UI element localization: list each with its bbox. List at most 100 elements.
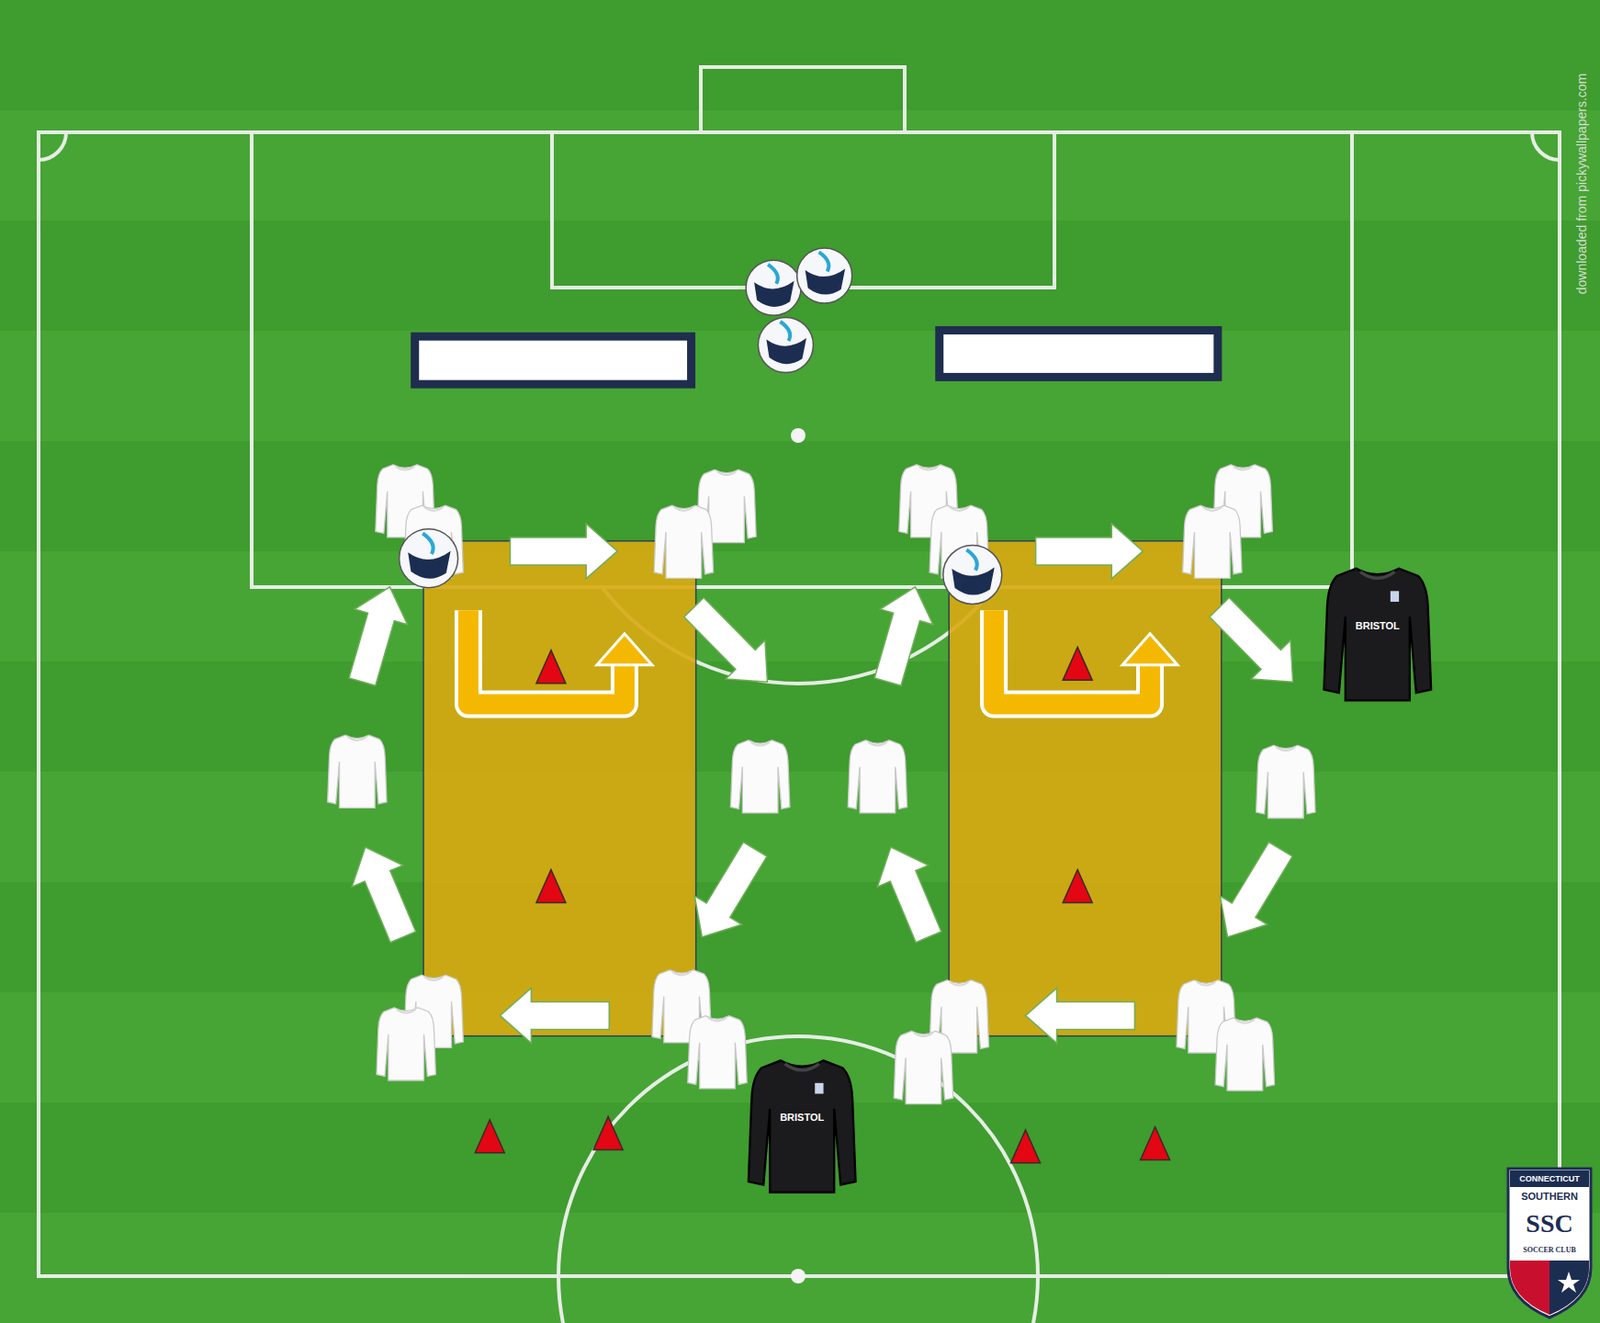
centre-circle — [558, 1036, 1038, 1323]
ball — [757, 317, 813, 373]
rotation-arrow — [351, 846, 416, 943]
rotation-arrow — [499, 987, 609, 1043]
logo-shield — [1508, 1168, 1591, 1318]
turn-arrow-head — [597, 633, 653, 665]
ball-panel — [754, 281, 795, 307]
jersey-collar — [750, 742, 770, 746]
ball-stripe — [966, 549, 977, 570]
touchline — [38, 132, 1560, 1276]
jersey-collar — [867, 742, 888, 746]
jersey-collar — [674, 507, 694, 511]
jersey-body — [748, 1059, 857, 1192]
cone — [474, 1119, 505, 1153]
jersey-collar — [424, 976, 444, 981]
jersey-collar — [785, 1063, 820, 1071]
player-jersey — [893, 1030, 953, 1104]
club-logo — [1508, 1168, 1591, 1318]
rotation-arrow — [684, 597, 768, 682]
jersey-body — [893, 1030, 953, 1104]
jersey-collar — [396, 1009, 417, 1014]
turn-arrow-head — [1122, 633, 1178, 665]
logo-base-blue — [1549, 1260, 1589, 1315]
grass-stripe — [0, 0, 1600, 111]
jersey-body — [653, 505, 713, 578]
cone — [536, 869, 566, 903]
rotation-arrow — [349, 586, 408, 687]
ball-stripe — [779, 321, 790, 341]
ball-panel — [951, 566, 994, 595]
ball-stripe — [767, 264, 778, 284]
jersey-crest — [1390, 590, 1399, 602]
grass-stripe — [0, 881, 1600, 992]
player-jersey — [1215, 1017, 1274, 1091]
ball-stripe — [422, 533, 433, 554]
logo-star — [1557, 1271, 1580, 1293]
ball-panel — [766, 338, 807, 364]
watermark: downloaded from pickywallpapers.com — [1575, 73, 1589, 294]
blank-board — [939, 330, 1218, 378]
ball — [399, 529, 459, 588]
player-jersey — [1183, 505, 1242, 578]
centre-spot — [790, 1268, 806, 1284]
rotation-arrow — [874, 586, 934, 687]
jersey-collar — [717, 471, 737, 475]
grass-stripe — [0, 440, 1600, 552]
logo-base — [1509, 1260, 1589, 1315]
ball-stripe — [819, 251, 830, 271]
grass-stripe — [0, 330, 1600, 441]
jersey-collar — [949, 981, 970, 986]
logo-text: SSC — [1525, 1210, 1573, 1237]
field-lines — [38, 67, 1560, 1323]
jersey-body — [847, 740, 907, 813]
player-jersey — [730, 740, 789, 813]
ball-panel — [407, 551, 451, 579]
ball-body — [745, 259, 801, 316]
logo-text: SOCCER CLUB — [1522, 1246, 1577, 1254]
ball-panel — [805, 268, 846, 294]
ball-body — [757, 317, 813, 373]
ball — [943, 544, 1003, 604]
jersey-collar — [1235, 1019, 1255, 1024]
jersey-body — [1183, 505, 1242, 578]
rotation-arrow — [877, 846, 941, 943]
jersey-collar — [919, 466, 939, 471]
jersey-sponsor: BRISTOL — [1355, 619, 1400, 631]
jersey-body — [327, 734, 387, 808]
rotation-arrow — [1209, 597, 1294, 682]
jersey-collar — [1360, 571, 1395, 578]
penalty-box — [251, 132, 1353, 587]
logo-text: SOUTHERN — [1521, 1191, 1578, 1202]
jersey-collar — [1276, 746, 1296, 751]
cone — [593, 1115, 623, 1150]
ball-body — [797, 247, 853, 304]
jersey-collar — [395, 466, 416, 471]
corner-arc — [38, 132, 67, 160]
jersey-collar — [949, 507, 970, 511]
jersey-collar — [672, 971, 692, 976]
grass-stripe — [0, 110, 1600, 221]
cone — [1140, 1126, 1171, 1161]
jersey-collar — [424, 507, 444, 511]
player-jersey — [327, 734, 387, 808]
rotation-arrow — [1219, 842, 1293, 937]
jersey-body — [687, 1015, 747, 1089]
grid-area — [948, 540, 1222, 1037]
cone — [1011, 1129, 1041, 1163]
rotation-arrow — [509, 523, 618, 579]
penalty-spot — [790, 428, 806, 443]
jersey-sponsor: BRISTOL — [779, 1112, 824, 1123]
logo-text: CONNECTICUT — [1519, 1174, 1580, 1184]
ball-body — [399, 529, 459, 588]
jersey-collar — [1196, 981, 1217, 986]
grass-stripe — [0, 220, 1600, 331]
jersey-body — [376, 1007, 436, 1081]
player-jersey — [687, 1015, 747, 1089]
player-jersey — [1256, 744, 1316, 818]
logo-band — [1509, 1170, 1589, 1187]
jersey-collar — [348, 736, 368, 741]
player-jersey — [653, 505, 713, 578]
